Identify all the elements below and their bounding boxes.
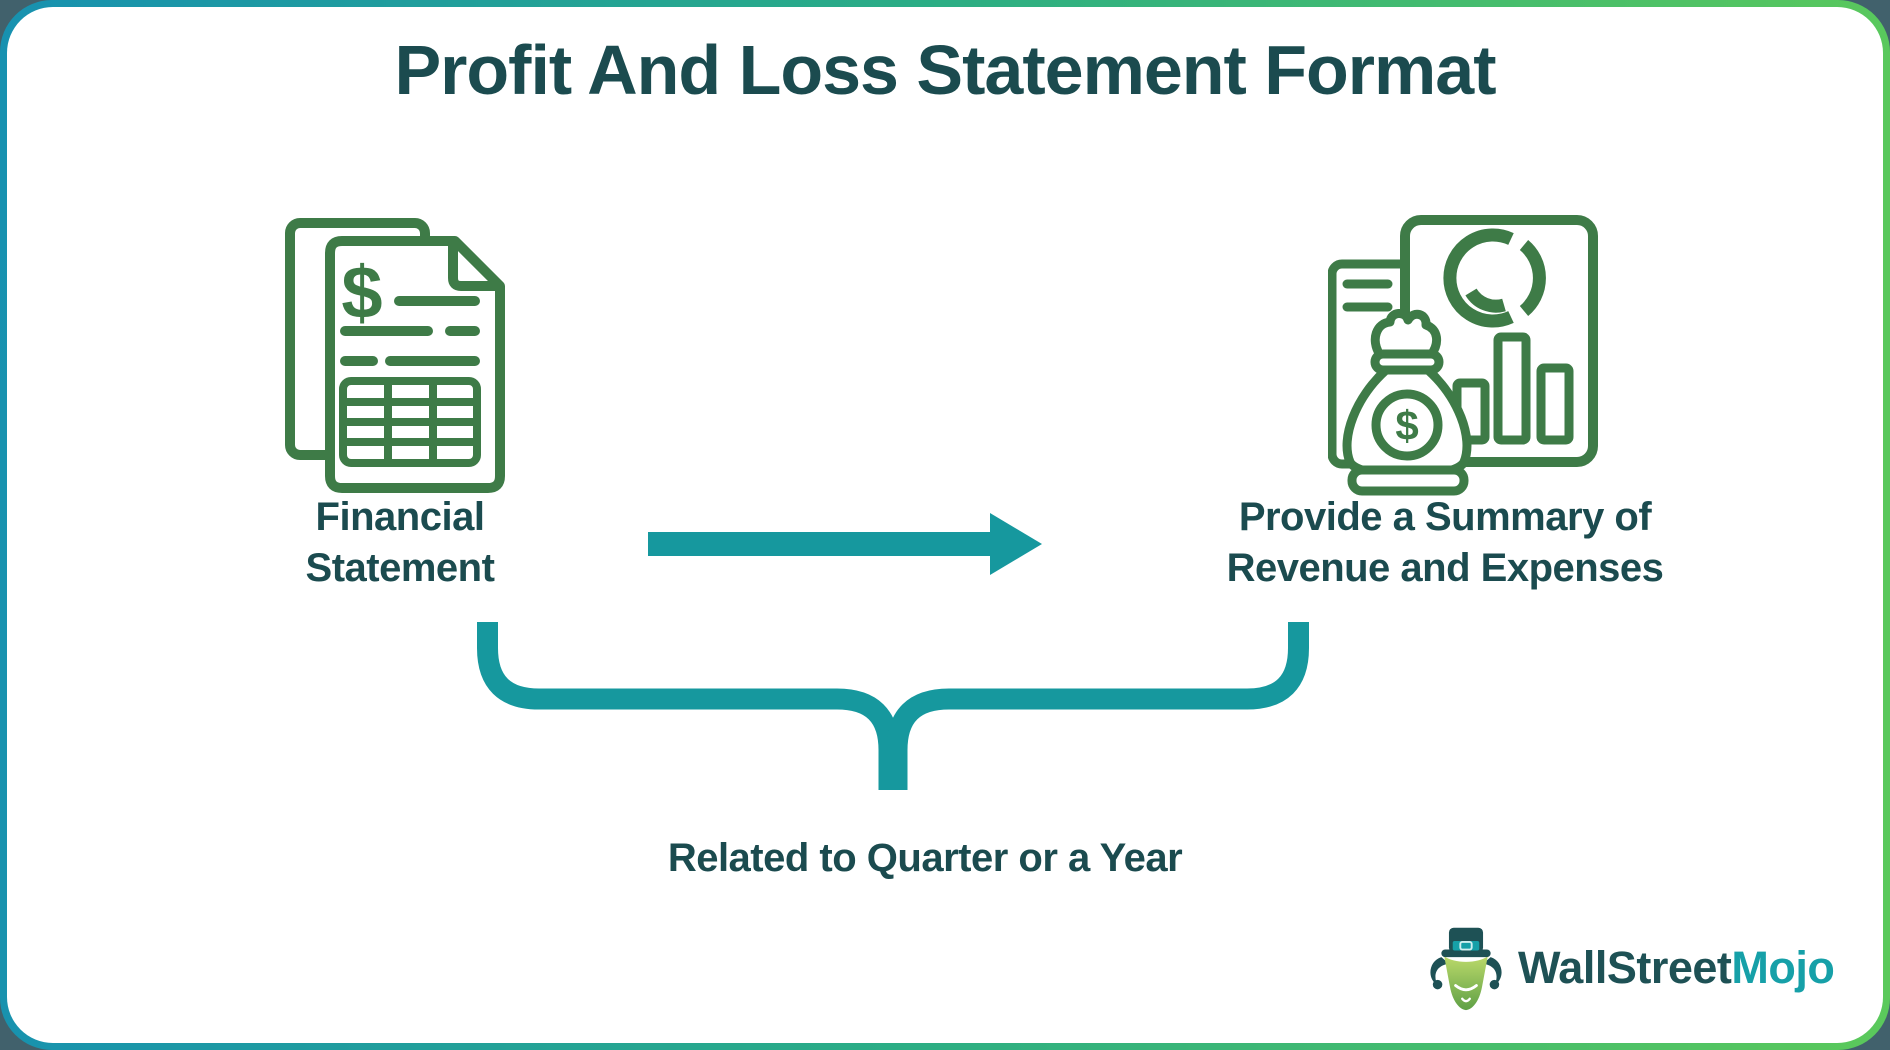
left-label-line1: Financial xyxy=(315,495,485,539)
money-bag-icon xyxy=(1342,309,1472,496)
donut-chart-icon xyxy=(1443,228,1546,328)
curly-brace-icon xyxy=(477,622,1309,790)
white-card xyxy=(7,7,1883,1043)
right-label-line2: Revenue and Expenses xyxy=(1226,545,1664,590)
folded-corner xyxy=(448,244,496,291)
right-label-line1: Provide a Summary of xyxy=(1238,495,1652,539)
brace-caption: Related to Quarter or a Year xyxy=(667,836,1183,880)
left-node-label: Financial Statement xyxy=(250,492,550,594)
logo-text-mojo: Mojo xyxy=(1731,942,1835,993)
financial-statement-documents-icon: $ xyxy=(285,218,505,493)
logo-text-wallstreet: WallStreet xyxy=(1518,942,1732,993)
wallstreetmojo-logo: WallStreetMojo xyxy=(1428,922,1835,1014)
right-arrow-head xyxy=(990,513,1042,575)
dollar-glyph: $ xyxy=(341,251,382,334)
left-label-line2: Statement xyxy=(305,545,495,590)
wallstreetmojo-bull-mascot-icon xyxy=(1430,927,1502,1011)
revenue-summary-report-icon: $ xyxy=(1328,215,1598,496)
dollar-glyph: $ xyxy=(1395,402,1418,449)
right-node-label: Provide a Summary of Revenue and Expense… xyxy=(1190,492,1700,594)
logo-wordmark: WallStreetMojo xyxy=(1518,942,1835,994)
right-arrow-icon xyxy=(648,532,990,556)
page-title: Profit And Loss Statement Format xyxy=(394,31,1496,109)
